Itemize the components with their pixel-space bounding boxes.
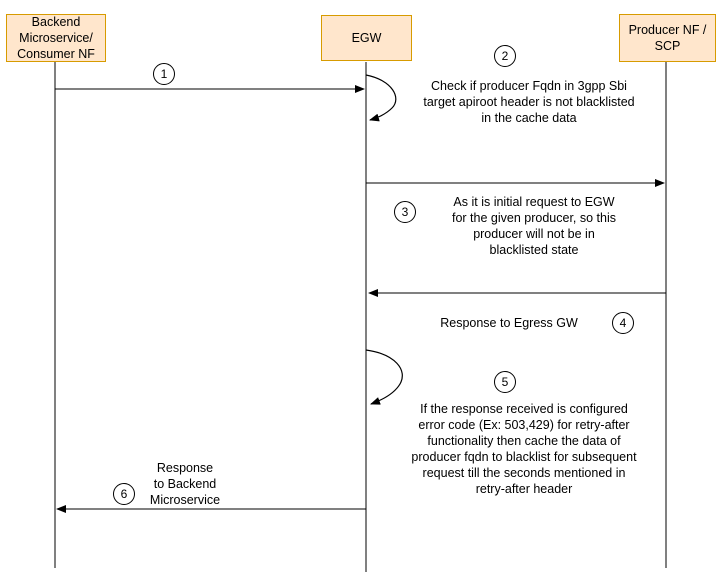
note-line: in the cache data	[481, 111, 577, 125]
actor-egw-label: EGW	[351, 31, 382, 45]
note-line: error code (Ex: 503,429) for retry-after	[418, 418, 630, 432]
step-5-note: If the response received is configured e…	[384, 401, 664, 497]
note-line: blacklisted state	[489, 243, 579, 257]
actor-backend-line: Consumer NF	[17, 47, 95, 61]
step-1-number: 1	[153, 63, 175, 85]
note-line: Check if producer Fqdn in 3gpp Sbi	[431, 79, 627, 93]
arrow-5-self-cache	[365, 349, 403, 405]
actor-producer-line: SCP	[654, 39, 681, 53]
step-3-number: 3	[394, 201, 416, 223]
note-line: retry-after header	[475, 482, 573, 496]
actor-producer-line: Producer NF /	[628, 23, 707, 37]
note-line: As it is initial request to EGW	[453, 195, 615, 209]
note-line: producer will not be in	[473, 227, 595, 241]
note-line: to Backend	[153, 477, 217, 491]
step-5-number: 5	[494, 371, 516, 393]
step-4-number: 4	[612, 312, 634, 334]
note-line: request till the seconds mentioned in	[422, 466, 626, 480]
note-line: for the given producer, so this	[452, 211, 616, 225]
actor-backend-line: Backend	[31, 15, 81, 29]
step-6-number: 6	[113, 483, 135, 505]
step-2-number: 2	[494, 45, 516, 67]
actor-egw: EGW	[321, 15, 412, 61]
note-line: functionality then cache the data of	[427, 434, 621, 448]
note-line: Microservice	[149, 493, 221, 507]
note-line: target apiroot header is not blacklisted	[423, 95, 635, 109]
step-2-note: Check if producer Fqdn in 3gpp Sbi targe…	[394, 78, 664, 126]
step-4-note: Response to Egress GW	[414, 315, 604, 331]
arrow-2-self-check	[365, 74, 397, 122]
actor-backend: Backend Microservice/ Consumer NF	[6, 14, 106, 62]
note-line: Response to Egress GW	[440, 316, 578, 330]
note-line: producer fqdn to blacklist for subsequen…	[411, 450, 637, 464]
actor-backend-line: Microservice/	[19, 31, 93, 45]
note-line: Response	[156, 461, 214, 475]
step-3-note: As it is initial request to EGW for the …	[414, 194, 654, 258]
step-6-note: Response to Backend Microservice	[135, 460, 235, 508]
note-line: If the response received is configured	[420, 402, 628, 416]
actor-producer: Producer NF / SCP	[619, 14, 716, 62]
